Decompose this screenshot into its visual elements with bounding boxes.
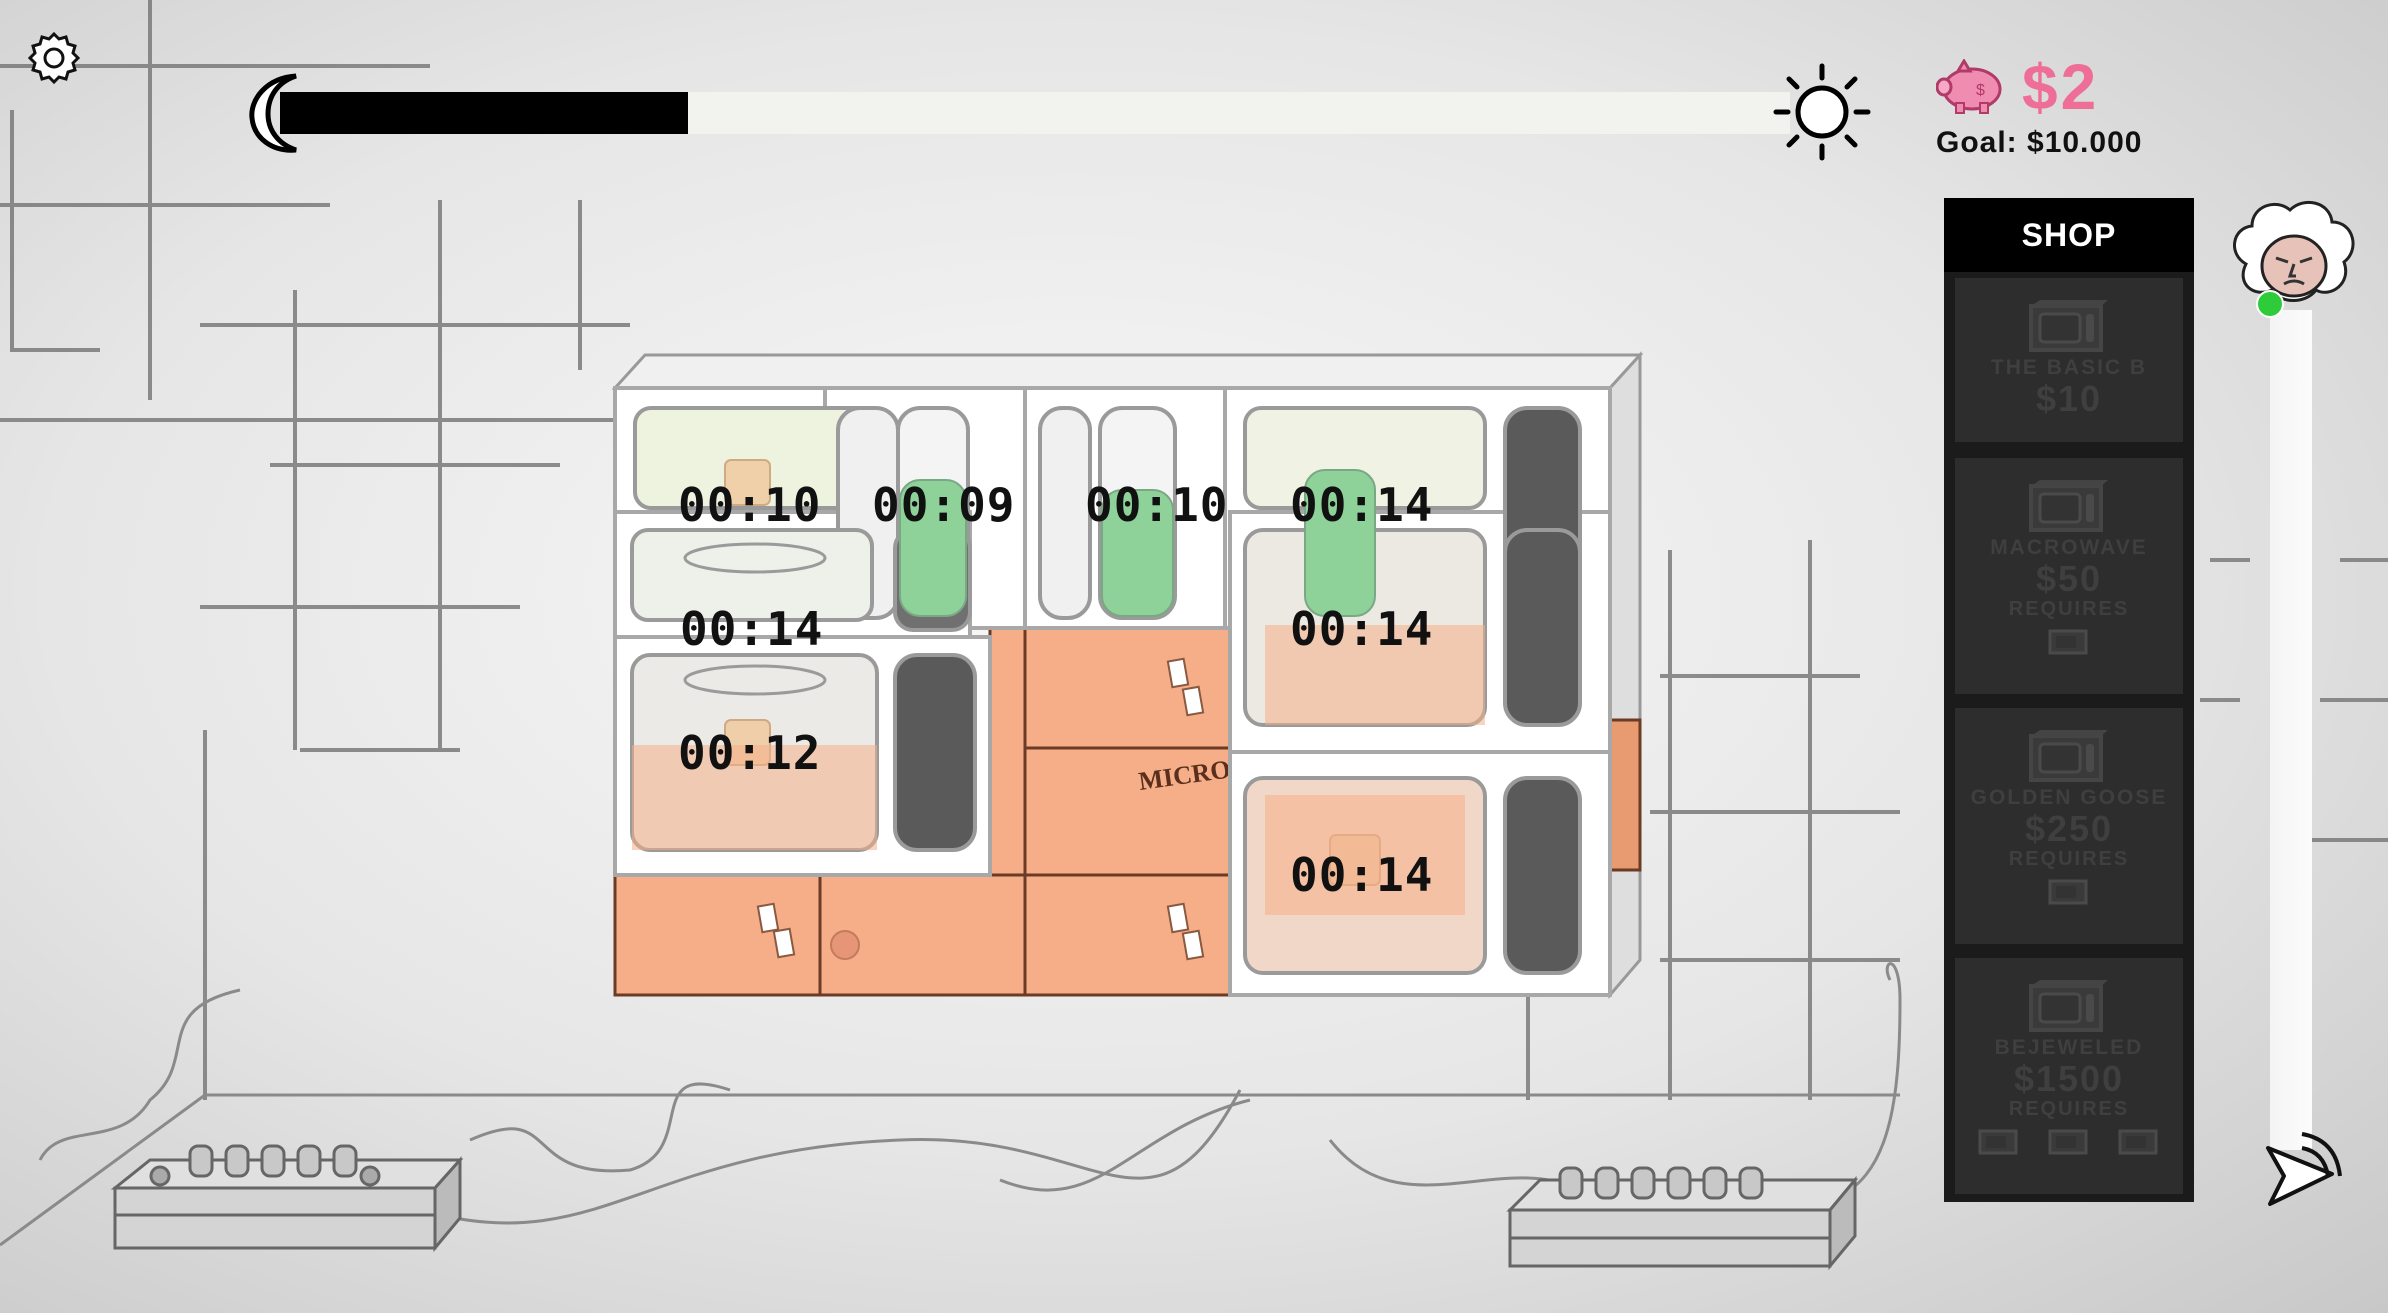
day-progress-bar — [280, 92, 1790, 134]
shop-item-requires: REQUIRES — [2008, 848, 2130, 870]
sun-icon — [1773, 63, 1871, 161]
shop-item-price: $250 — [2024, 808, 2114, 849]
shop-item-name: MACROWAVE — [1990, 536, 2148, 559]
shop-item-name: BEJEWELED — [1994, 1036, 2144, 1059]
microwave-timer[interactable]: 00:14 — [680, 602, 824, 656]
shop-item-price: $50 — [2035, 558, 2103, 599]
microwave-icon — [2029, 480, 2108, 532]
microwave-timer[interactable]: 00:09 — [872, 478, 1016, 532]
customer-queue-track — [2270, 310, 2312, 1150]
shop-item-name: GOLDEN GOOSE — [1970, 786, 2168, 809]
money-display: $ $2 — [1936, 51, 2100, 123]
microwave-timer[interactable]: 00:12 — [678, 726, 822, 780]
goal-text: Goal: $10.000 — [1936, 126, 2143, 159]
microwave-icon — [2029, 980, 2108, 1032]
required-microwave-icon — [2048, 629, 2088, 655]
shop-item-basic-b[interactable]: THE BASIC B $10 — [1955, 278, 2183, 442]
microwave-timer[interactable]: 00:14 — [1290, 602, 1434, 656]
microwave-timer[interactable]: 00:14 — [1290, 478, 1434, 532]
required-microwave-icon — [2048, 1129, 2088, 1155]
day-progress-fill — [280, 92, 688, 134]
shop-title: SHOP — [1944, 198, 2194, 272]
shop-item-requires: REQUIRES — [2008, 598, 2130, 620]
send-sound-icon[interactable] — [2262, 1130, 2342, 1210]
grandma-avatar-icon[interactable] — [2226, 194, 2362, 316]
shop-item-golden-goose[interactable]: GOLDEN GOOSE $250 REQUIRES — [1955, 708, 2183, 944]
microwave-icon — [2029, 300, 2108, 352]
money-value: $2 — [2022, 51, 2100, 123]
moon-icon — [249, 73, 297, 153]
microwave-icon — [2029, 730, 2108, 782]
shop-item-requires: REQUIRES — [2008, 1098, 2130, 1120]
required-microwave-icon — [2048, 879, 2088, 905]
shop-item-price: $10 — [2035, 378, 2103, 419]
svg-text:$: $ — [1976, 82, 1985, 99]
required-microwave-icon — [1978, 1129, 2018, 1155]
settings-gear-icon[interactable] — [24, 28, 84, 88]
shop-item-price: $1500 — [2013, 1058, 2125, 1099]
customer-status-dot — [2256, 290, 2284, 318]
piggy-bank-icon: $ — [1936, 59, 2002, 114]
shop-panel: SHOP THE BASIC B $10 MACROWAVE $50 REQUI… — [1944, 198, 2194, 1202]
required-microwave-icon — [2118, 1129, 2158, 1155]
shop-item-bejeweled[interactable]: BEJEWELED $1500 REQUIRES — [1955, 958, 2183, 1194]
microwave-timer[interactable]: 00:10 — [678, 478, 822, 532]
microwave-timer[interactable]: 00:14 — [1290, 848, 1434, 902]
shop-item-macrowave[interactable]: MACROWAVE $50 REQUIRES — [1955, 458, 2183, 694]
shop-item-name: THE BASIC B — [1990, 356, 2148, 379]
microwave-timer[interactable]: 00:10 — [1085, 478, 1229, 532]
